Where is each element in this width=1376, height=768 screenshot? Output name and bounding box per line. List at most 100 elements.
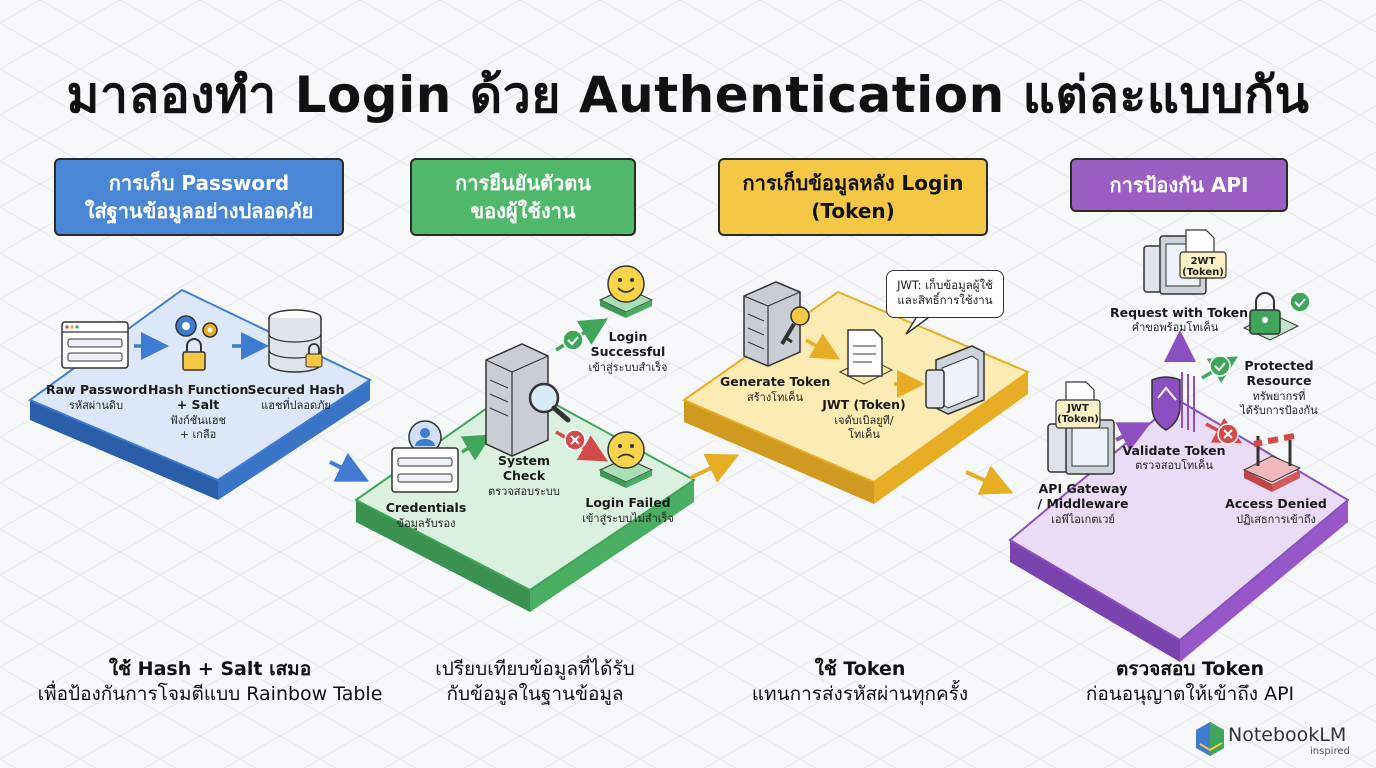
caption-api: ตรวจสอบ Token ก่อนอนุญาตให้เข้าถึง API (1030, 657, 1350, 707)
sublabel-request-with-token: คำขอพร้อมโทเค็น (1131, 321, 1219, 334)
sublabel-system-check: ตรวจสอบระบบ (488, 485, 560, 498)
magnifier-icon (528, 382, 571, 423)
bubble-line: และสิทธิ์การใช้งาน (897, 293, 993, 307)
sublabel-secured-hash: แฮชที่ปลอดภัย (261, 399, 331, 412)
header-line: การป้องกัน API (1109, 173, 1249, 197)
check-icon (1209, 355, 1231, 377)
sublabel-salt: + เกลือ (179, 428, 217, 441)
caption-line: ก่อนอนุญาตให้เข้าถึง API (1085, 683, 1295, 705)
label-raw-password: Raw Password (46, 382, 148, 397)
document-icon (838, 329, 894, 385)
key-icon (780, 306, 810, 346)
header-line: การเก็บ Password (108, 171, 290, 195)
brand: NotebookLM inspired (1192, 724, 1362, 764)
flow-arrow (329, 452, 370, 482)
tag-line: 2WT (1190, 256, 1216, 267)
label-check: Check (502, 468, 546, 483)
caption-line: ใช้ Hash + Salt เสมอ (108, 658, 312, 680)
sublabel-credentials: ข้อมูลรับรอง (396, 517, 456, 530)
label-credentials: Credentials (385, 500, 467, 515)
label-api-gateway: API Gateway (1038, 481, 1128, 496)
label-resource: Resource (1246, 373, 1312, 388)
header-line: ใส่ฐานข้อมูลอย่างปลอดภัย (84, 199, 314, 223)
platform-authentication (354, 383, 696, 612)
sublabel-login-failed: เข้าสู่ระบบไม่สำเร็จ (582, 512, 674, 525)
header-line: (Token) (811, 199, 895, 223)
label-login: Login (608, 329, 648, 344)
flow-arrow (805, 333, 841, 360)
label-successful: Successful (590, 344, 666, 359)
caption-line: เปรียบเทียบข้อมูลที่ได้รับ (435, 658, 635, 680)
server-icon (485, 343, 549, 457)
tag-line: (Token) (1182, 267, 1224, 278)
padlock-icon (182, 338, 206, 371)
label-request-with-token: Request with Token (1110, 305, 1249, 320)
notebooklm-logo-icon (1196, 722, 1224, 756)
sublabel-protected-resource: ทรัพยากรที่ (1252, 390, 1306, 403)
header-line: ของผู้ใช้งาน (470, 199, 576, 223)
token-tag-request: 2WT (Token) (1180, 256, 1226, 278)
label-hash-salt: + Salt (176, 397, 220, 412)
devices-icon (925, 345, 985, 415)
gears-icon (175, 315, 218, 338)
flow-arrow (965, 465, 1014, 495)
label-protected: Protected (1244, 358, 1314, 373)
sublabel-access-denied: ปฏิเสธการเข้าถึง (1236, 513, 1316, 526)
token-server-icon (743, 281, 801, 367)
section-header-authentication: การยืนยันตัวตน ของผู้ใช้งาน (410, 158, 636, 236)
user-credentials-icon (391, 420, 459, 493)
bubble-tail (905, 317, 929, 335)
flow-arrow (689, 453, 740, 483)
shield-icon (1151, 372, 1195, 432)
sublabel-token: โทเค็น (848, 428, 880, 441)
browser-window-icon (61, 321, 129, 369)
sad-face-icon (598, 431, 654, 488)
sublabel-jwt-token: เจดับเบิลยูที/ (834, 414, 894, 427)
sublabel-raw-password: รหัสผ่านดิบ (68, 399, 124, 412)
brand-tagline: inspired (1310, 746, 1350, 757)
sublabel-login-successful: เข้าสู่ระบบสำเร็จ (588, 361, 668, 374)
sublabel-api-gateway: เอพีไอเกตเวย์ (1051, 513, 1115, 526)
caption-password: ใช้ Hash + Salt เสมอ เพื่อป้องกันการโจมต… (20, 657, 400, 707)
barrier-icon (1242, 433, 1302, 492)
request-devices-icon (1143, 229, 1227, 295)
bubble-line: JWT: เก็บข้อมูลผู้ใช้ (897, 278, 993, 292)
tag-line: JWT (1067, 403, 1089, 414)
label-hash-function: Hash Function (148, 382, 249, 397)
sublabel-hash-function: ฟังก์ชันแฮช (169, 414, 227, 427)
caption-authentication: เปรียบเทียบข้อมูลที่ได้รับ กับข้อมูลในฐา… (360, 657, 710, 707)
header-line: การเก็บข้อมูลหลัง Login (742, 171, 964, 195)
header-line: การยืนยันตัวตน (455, 171, 591, 195)
happy-face-icon (598, 265, 654, 318)
brand-name: NotebookLM (1228, 724, 1347, 746)
section-header-api: การป้องกัน API (1070, 158, 1288, 212)
sublabel-generate-token: สร้างโทเค็น (747, 391, 803, 404)
gateway-icon (1047, 381, 1115, 475)
section-header-token: การเก็บข้อมูลหลัง Login (Token) (718, 158, 988, 236)
label-login-failed: Login Failed (585, 495, 671, 510)
platform-password-storage (27, 288, 373, 500)
sublabel-protected-resource-2: ได้รับการป้องกัน (1240, 404, 1318, 417)
check-icon (562, 329, 584, 351)
label-validate-token: Validate Token (1122, 443, 1226, 458)
label-access-denied: Access Denied (1225, 496, 1327, 511)
flow-arrow (1115, 422, 1152, 452)
caption-line: ตรวจสอบ Token (1115, 658, 1265, 680)
caption-line: เพื่อป้องกันการโจมตีแบบ Rainbow Table (37, 683, 383, 705)
caption-line: ใช้ Token (814, 658, 906, 680)
database-icon (268, 309, 323, 373)
page-title: มาลองทำ Login ด้วย Authentication แต่ละแ… (66, 66, 1310, 124)
token-tag-gateway: JWT (Token) (1056, 403, 1100, 425)
tag-line: (Token) (1057, 414, 1099, 425)
sublabel-validate-token: ตรวจสอบโทเค็น (1135, 459, 1213, 472)
flow-arrow (460, 434, 493, 461)
caption-token: ใช้ Token แทนการส่งรหัสผ่านทุกครั้ง (700, 657, 1020, 707)
jwt-speech-bubble: JWT: เก็บข้อมูลผู้ใช้ และสิทธิ์การใช้งาน (886, 270, 1004, 318)
label-system: System (497, 453, 551, 468)
label-generate-token: Generate Token (720, 374, 831, 389)
label-middleware: / Middleware (1037, 496, 1129, 511)
section-header-password: การเก็บ Password ใส่ฐานข้อมูลอย่างปลอดภั… (54, 158, 344, 236)
protected-resource-icon (1242, 291, 1311, 341)
caption-line: แทนการส่งรหัสผ่านทุกครั้ง (751, 683, 969, 705)
caption-line: กับข้อมูลในฐานข้อมูล (446, 683, 624, 705)
